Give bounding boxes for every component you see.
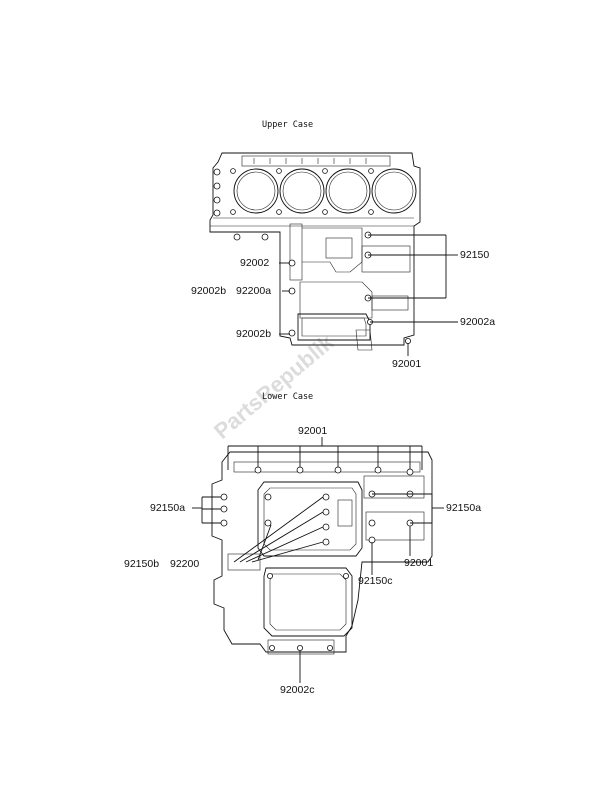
upper-case-drawing xyxy=(209,152,421,351)
label-92200a: 92200a xyxy=(236,285,271,297)
label-92150b: 92150b xyxy=(124,558,159,570)
label-92001-lower-right: 92001 xyxy=(404,557,433,569)
upper-leader-lines xyxy=(279,234,458,356)
label-92002a: 92002a xyxy=(460,316,495,328)
lower-case-title: Lower Case xyxy=(262,392,313,402)
lower-leader-lines xyxy=(192,437,444,683)
lower-case-drawing xyxy=(211,451,433,655)
label-92001-upper: 92001 xyxy=(392,358,421,370)
label-92002b-lower: 92002b xyxy=(236,328,271,340)
label-92002b-upper: 92002b xyxy=(191,285,226,297)
label-92150: 92150 xyxy=(460,249,489,261)
label-92150a-right: 92150a xyxy=(446,502,481,514)
label-92150a-left: 92150a xyxy=(150,502,185,514)
label-92002c: 92002c xyxy=(280,684,314,696)
label-92200: 92200 xyxy=(170,558,199,570)
label-92002: 92002 xyxy=(240,257,269,269)
upper-case-title: Upper Case xyxy=(262,120,313,130)
label-92150c: 92150c xyxy=(358,575,392,587)
label-92001-lower-top: 92001 xyxy=(298,425,327,437)
